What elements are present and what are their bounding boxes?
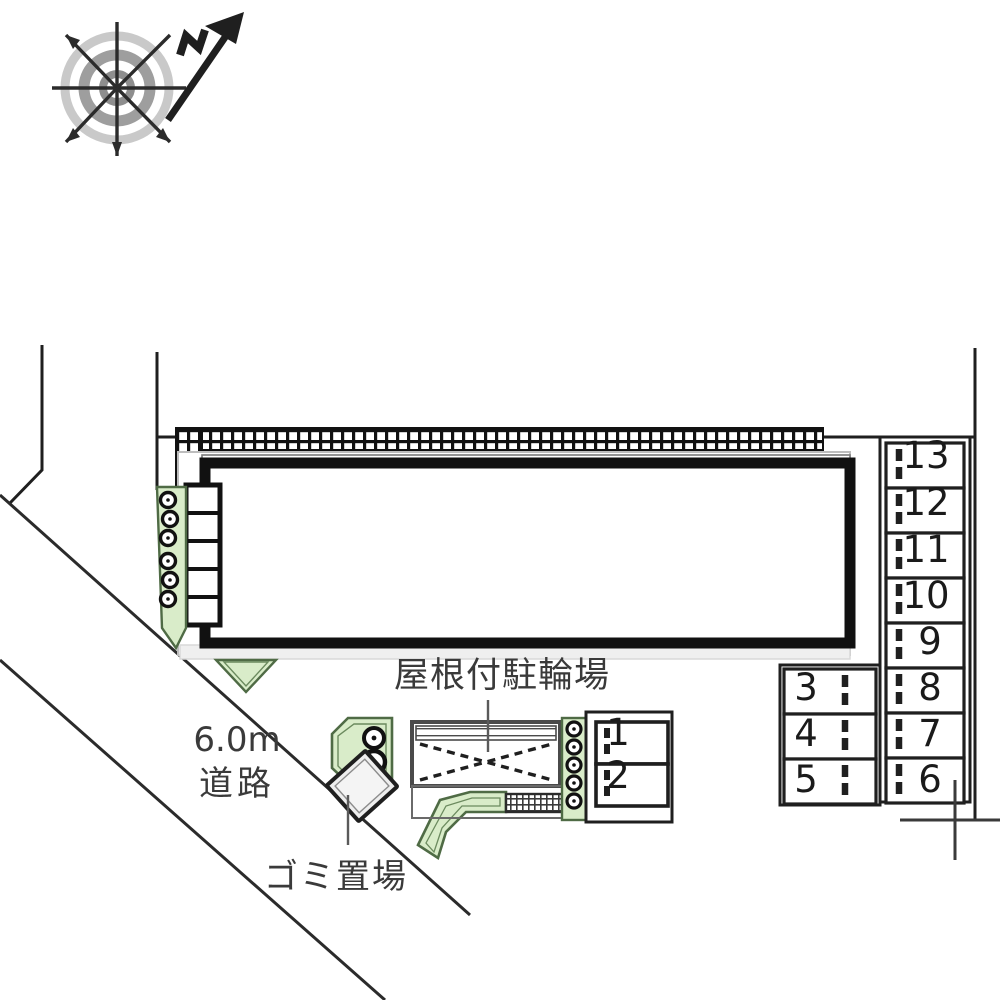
parking-block-center [584, 710, 674, 824]
parking-stall-3: 3 [794, 666, 818, 709]
parking-stall-13: 13 [902, 434, 950, 477]
shrub-icons-right [565, 720, 583, 810]
shrub-icons [158, 490, 180, 609]
planting-path-strip [411, 785, 564, 861]
parking-stall-2: 2 [606, 754, 630, 797]
road-6m [0, 493, 471, 1000]
parking-stall-4: 4 [794, 712, 818, 755]
bicycle-shelter [410, 700, 562, 788]
lower-right-boundary [900, 780, 1000, 860]
parking-stall-5: 5 [794, 758, 818, 801]
parking-stall-10: 10 [902, 574, 950, 617]
road-label: 6.0m 道路 [172, 718, 302, 806]
main-building [177, 451, 856, 660]
parking-block-right [878, 435, 972, 805]
planting-bed-left [155, 485, 188, 651]
road-width-text: 6.0m [193, 720, 281, 760]
parking-stall-7: 7 [918, 712, 942, 755]
north-arrow-icon [165, 12, 244, 122]
parking-stall-9: 9 [918, 620, 942, 663]
trash-enclosure [325, 749, 399, 845]
parking-stall-1: 1 [606, 711, 630, 754]
planting-bed-right-of-shelter [560, 716, 588, 822]
parking-stall-12: 12 [902, 481, 950, 524]
bicycle-parking-label: 屋根付駐輪場 [394, 656, 611, 696]
stair-block [183, 482, 223, 628]
trash-area-label: ゴミ置場 [264, 857, 408, 897]
parking-block-left [778, 663, 882, 807]
parking-stall-8: 8 [918, 666, 942, 709]
road-word-text: 道路 [199, 764, 275, 804]
parking-stall-6: 6 [918, 758, 942, 801]
compass-rose [52, 12, 244, 156]
parking-stall-11: 11 [902, 528, 950, 571]
planting-bed-triangle [213, 658, 279, 694]
